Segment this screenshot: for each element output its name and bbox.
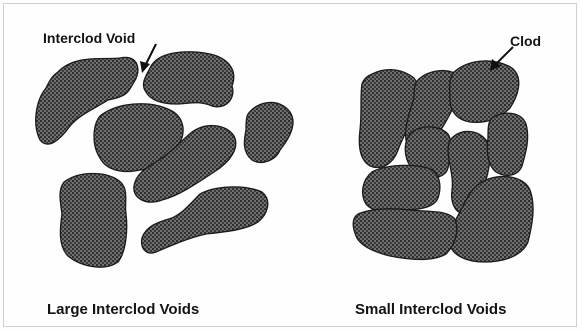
- clod: [143, 52, 233, 107]
- clod: [244, 102, 293, 162]
- right-panel-clods: [353, 61, 533, 262]
- left-panel-clods: [36, 52, 293, 267]
- clod: [487, 113, 527, 175]
- interclod-void-label: Interclod Void: [43, 30, 135, 46]
- clod: [60, 174, 127, 268]
- clod-label: Clod: [510, 33, 541, 49]
- clod: [363, 165, 440, 211]
- right-caption: Small Interclod Voids: [355, 301, 506, 318]
- clod: [353, 209, 457, 260]
- left-caption: Large Interclod Voids: [47, 301, 199, 318]
